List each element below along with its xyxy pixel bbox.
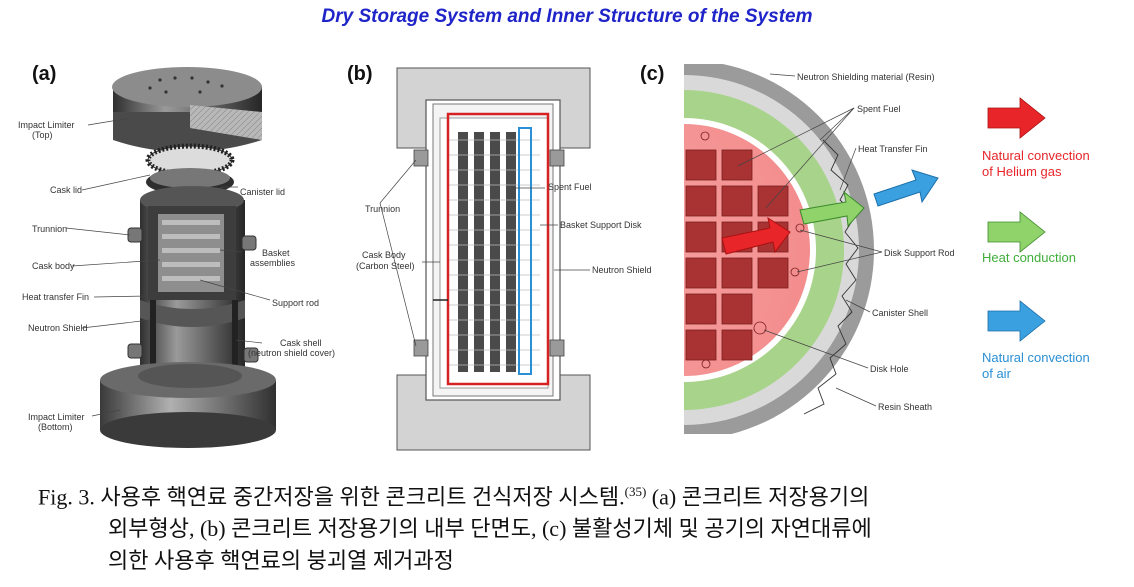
callout-basket-sub: assemblies (250, 258, 296, 268)
cask-body-shape (127, 186, 259, 375)
callout-disk-support-rod: Disk Support Rod (884, 248, 955, 258)
svg-text:Cask Body(Carbon Steel): Cask Body(Carbon Steel) (356, 250, 415, 271)
caption-reference: (35) (624, 484, 647, 499)
svg-text:Impact Limiter(Bottom): Impact Limiter(Bottom) (28, 412, 85, 432)
callout-impact-limiter-bottom: Impact Limiter (28, 412, 85, 422)
figure-title: Dry Storage System and Inner Structure o… (321, 6, 813, 27)
figure-illustration: (a) (18, 63, 1090, 451)
panel-b: (b) (347, 63, 652, 451)
panel-b-label: (b) (347, 63, 373, 85)
callout-canister-lid: Canister lid (240, 187, 285, 197)
callout-cask-body-b: Cask Body (362, 250, 406, 260)
figure-caption: Fig. 3. 사용후 핵연료 중간저장을 위한 콘크리트 건식저장 시스템.(… (38, 476, 1118, 577)
callout-heat-transfer-fin: Heat transfer Fin (22, 292, 89, 302)
helium-convection-arrow (721, 216, 791, 255)
legend-air-line1: Natural convection (982, 350, 1090, 365)
caption-line1: 사용후 핵연료 중간저장을 위한 콘크리트 건식저장 시스템. (100, 484, 625, 510)
callout-spent-fuel-c: Spent Fuel (857, 104, 901, 114)
callout-basket: Basket (262, 248, 290, 258)
air-convection-arrow (873, 169, 939, 207)
legend-air-line2: of air (982, 366, 1012, 381)
svg-text:Impact Limiter(Top): Impact Limiter(Top) (18, 120, 75, 140)
callout-impact-limiter-top-sub: (Top) (32, 130, 53, 140)
caption-prefix: Fig. 3. (38, 484, 95, 510)
callout-heat-transfer-fin-c: Heat Transfer Fin (858, 144, 928, 154)
impact-limiter-bottom-shape (100, 362, 276, 448)
callout-impact-limiter-bottom-sub: (Bottom) (38, 422, 73, 432)
legend-arrow-air (987, 300, 1046, 342)
callout-support-rod: Support rod (272, 298, 319, 308)
legend-conduction: Heat conduction (982, 250, 1076, 265)
callout-spent-fuel-b: Spent Fuel (548, 182, 592, 192)
callout-cask-shell-sub: (neutron shield cover) (248, 348, 335, 358)
conduction-arrow (799, 190, 865, 228)
impact-limiter-top-shape (112, 67, 262, 152)
panel-a-callouts: Impact Limiter(Top) Cask lid Canister li… (18, 120, 335, 432)
callout-neutron-shield-b: Neutron Shield (592, 265, 652, 275)
callout-resin-sheath: Resin Sheath (878, 402, 932, 412)
callout-neutron-shield-a: Neutron Shield (28, 323, 88, 333)
callout-neutron-shielding-resin: Neutron Shielding material (Resin) (797, 72, 935, 82)
panel-c-callouts: Neutron Shielding material (Resin) Spent… (797, 72, 955, 412)
legend-arrow-helium (987, 97, 1046, 139)
section-drawing (396, 67, 591, 451)
legend-arrow-conduction (987, 211, 1046, 253)
callout-basket-support-disk: Basket Support Disk (560, 220, 642, 230)
caption-line1-tail: (a) 콘크리트 저장용기의 (646, 484, 870, 510)
panel-c-label: (c) (640, 63, 664, 85)
svg-text:Cask shell(neutron shield cove: Cask shell(neutron shield cover) (248, 338, 335, 358)
callout-cask-body: Cask body (32, 261, 75, 271)
callout-cask-lid: Cask lid (50, 185, 82, 195)
callout-cask-shell: Cask shell (280, 338, 322, 348)
panel-a-label: (a) (32, 63, 56, 85)
panel-c: (c) (640, 63, 1090, 434)
cross-section (684, 64, 874, 434)
callout-cask-body-b-sub: (Carbon Steel) (356, 261, 415, 271)
callout-canister-shell: Canister Shell (872, 308, 928, 318)
callout-disk-hole: Disk Hole (870, 364, 909, 374)
panel-a: (a) (18, 63, 335, 448)
legend-helium-line2: of Helium gas (982, 164, 1062, 179)
panel-b-callouts: Spent Fuel Trunnion Basket Support Disk … (356, 182, 652, 275)
caption-line2: 외부형상, (b) 콘크리트 저장용기의 내부 단면도, (c) 불활성기체 및… (108, 516, 872, 542)
callout-impact-limiter-top: Impact Limiter (18, 120, 75, 130)
callout-trunnion-a: Trunnion (32, 224, 67, 234)
cask-lid-shape (145, 143, 235, 195)
callout-trunnion-b: Trunnion (365, 204, 400, 214)
legend-helium-line1: Natural convection (982, 148, 1090, 163)
caption-line3: 의한 사용후 핵연료의 붕괴열 제거과정 (108, 548, 454, 574)
